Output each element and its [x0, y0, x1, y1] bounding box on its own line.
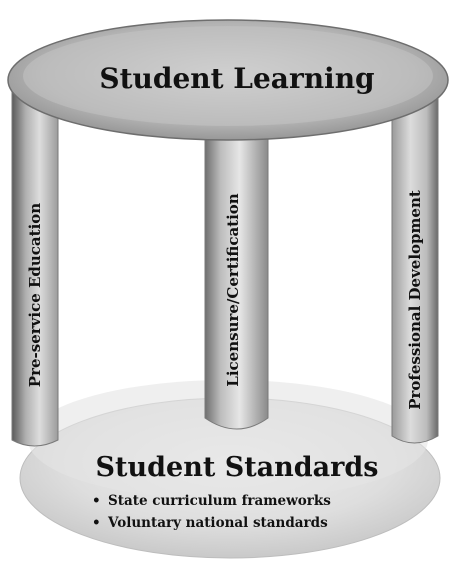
pillar-professional-development: Professional Development	[391, 97, 439, 444]
bullet-voluntary-national: Voluntary national standards	[107, 515, 328, 531]
pillar-pre-service: Pre-service Education	[11, 79, 59, 447]
pillar-licensure: Licensure/Certification	[204, 127, 269, 430]
pillar-label-licensure: Licensure/Certification	[224, 193, 242, 387]
base-disc	[19, 380, 441, 559]
base-text: Student Standards • State curriculum fra…	[92, 452, 378, 531]
pillar-label-pre-service: Pre-service Education	[26, 203, 44, 387]
base-title: Student Standards	[96, 452, 379, 483]
pillar-label-professional-development: Professional Development	[406, 190, 424, 410]
bullet-state-curriculum: State curriculum frameworks	[108, 493, 331, 509]
bullet-marker: •	[92, 493, 101, 509]
bullet-marker: •	[92, 515, 101, 531]
top-title: Student Learning	[99, 62, 374, 95]
top-disc: Student Learning	[7, 19, 449, 141]
